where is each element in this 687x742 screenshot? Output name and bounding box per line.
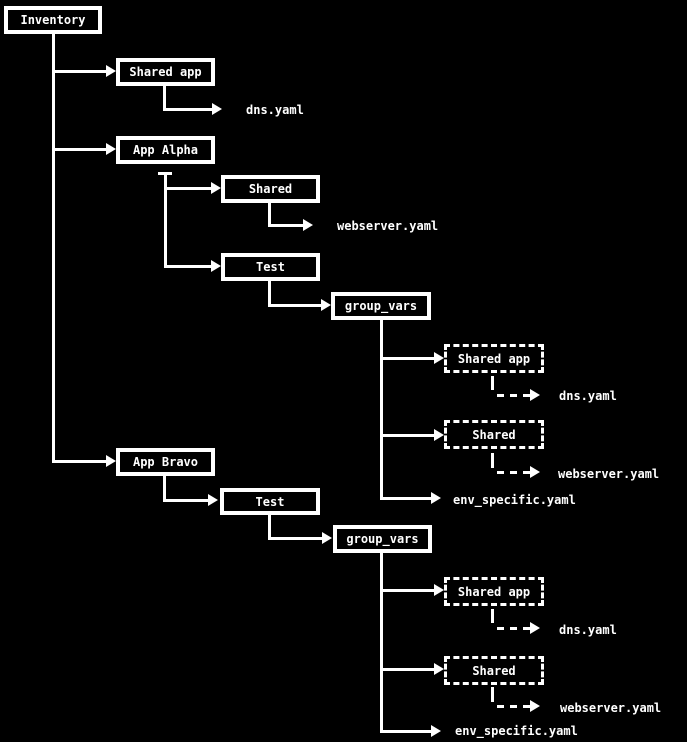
arrowhead-to-alphagv-dns (530, 389, 540, 401)
node-shared-app: Shared app (116, 58, 215, 86)
edge-alpha-groupvars-trunk (380, 319, 383, 500)
edge-bravogv-envspecific (380, 730, 431, 733)
edge-alphagv-envspecific (380, 497, 431, 500)
edge-bravotest-groupvars-horizontal (268, 537, 322, 540)
edge-appbravo-test-horizontal (163, 499, 208, 502)
edge-bravotest-groupvars-vertical (268, 514, 271, 540)
edge-appalpha-trunk (164, 172, 167, 268)
edge-bravo-groupvars-trunk (380, 552, 383, 733)
node-inventory: Inventory (4, 6, 102, 34)
node-bravo-test: Test (220, 488, 320, 515)
edge-appbravo-test-vertical (163, 474, 166, 502)
edge-sharedapp-dns-horizontal (163, 108, 212, 111)
arrowhead-to-alpha-test (211, 260, 221, 272)
edge-appalpha-test (164, 265, 211, 268)
arrowhead-to-alpha-shared (211, 182, 221, 194)
edge-appalpha-shared (164, 187, 211, 190)
arrowhead-to-alphagv-webserver (530, 466, 540, 478)
edge-sharedapp-dns-vertical (163, 85, 166, 111)
node-alpha-test: Test (221, 253, 320, 281)
arrowhead-to-bravogv-sharedapp (434, 584, 444, 596)
arrowhead-to-sharedapp (106, 65, 116, 77)
edge-bravogv-sharedapp-dns-dashed (497, 627, 530, 630)
node-app-bravo: App Bravo (116, 448, 215, 476)
node-alpha-gv-shared-app: Shared app (444, 344, 544, 373)
edge-inventory-sharedapp (52, 70, 106, 73)
edge-alphagv-sharedapp-dns-dashed (497, 394, 530, 397)
edge-alphagv-shared-webserver-dashed (497, 471, 530, 474)
file-dns-yaml-alpha-gv: dns.yaml (559, 389, 617, 403)
edge-alphagv-shared (380, 434, 434, 437)
edge-bravogv-sharedapp-dns-stub (491, 609, 494, 623)
edge-inventory-appalpha (52, 148, 106, 151)
file-webserver-yaml-alpha: webserver.yaml (337, 219, 439, 233)
node-app-alpha: App Alpha (116, 136, 215, 164)
edge-alphagv-sharedapp-dns-stub (491, 376, 494, 390)
arrowhead-to-alpha-groupvars (321, 299, 331, 311)
edge-bravogv-sharedapp (380, 589, 434, 592)
edge-inventory-appbravo (52, 460, 106, 463)
edge-bravogv-shared-webserver-stub (491, 687, 494, 702)
arrowhead-to-alphagv-sharedapp (434, 352, 444, 364)
edge-inventory-trunk (52, 34, 55, 463)
edge-alphagv-shared-webserver-stub (491, 453, 494, 468)
arrowhead-to-alpha-webserver (303, 219, 313, 231)
file-env-specific-yaml-alpha: env_specific.yaml (453, 493, 576, 507)
file-webserver-yaml-bravo-gv: webserver.yaml (560, 701, 662, 715)
arrowhead-to-bravo-envspecific (431, 725, 441, 737)
node-bravo-gv-shared: Shared (444, 656, 544, 685)
edge-alphagv-sharedapp (380, 357, 434, 360)
arrowhead-to-bravogv-dns (530, 622, 540, 634)
edge-alphashared-webserver-vertical (268, 202, 271, 227)
arrowhead-to-alphagv-shared (434, 429, 444, 441)
file-dns-yaml-top: dns.yaml (246, 103, 304, 117)
arrowhead-to-appalpha (106, 143, 116, 155)
arrowhead-to-appbravo (106, 455, 116, 467)
edge-bravogv-shared (380, 668, 434, 671)
arrowhead-to-dns-top (212, 103, 222, 115)
edge-alphatest-groupvars-vertical (268, 280, 271, 307)
node-alpha-group-vars: group_vars (331, 292, 431, 320)
arrowhead-to-bravo-test (208, 494, 218, 506)
arrowhead-to-bravogv-webserver (530, 700, 540, 712)
node-alpha-shared: Shared (221, 175, 320, 203)
arrowhead-to-bravo-groupvars (322, 532, 332, 544)
file-env-specific-yaml-bravo: env_specific.yaml (455, 724, 578, 738)
node-bravo-gv-shared-app: Shared app (444, 577, 544, 606)
arrowhead-to-bravogv-shared (434, 663, 444, 675)
file-dns-yaml-bravo-gv: dns.yaml (559, 623, 617, 637)
file-webserver-yaml-alpha-gv: webserver.yaml (558, 467, 660, 481)
edge-bravogv-shared-webserver-dashed (497, 705, 530, 708)
arrowhead-to-alpha-envspecific (431, 492, 441, 504)
edge-alphashared-webserver-horizontal (268, 224, 303, 227)
node-bravo-group-vars: group_vars (333, 525, 432, 553)
node-alpha-gv-shared: Shared (444, 420, 544, 449)
edge-alphatest-groupvars-horizontal (268, 304, 321, 307)
